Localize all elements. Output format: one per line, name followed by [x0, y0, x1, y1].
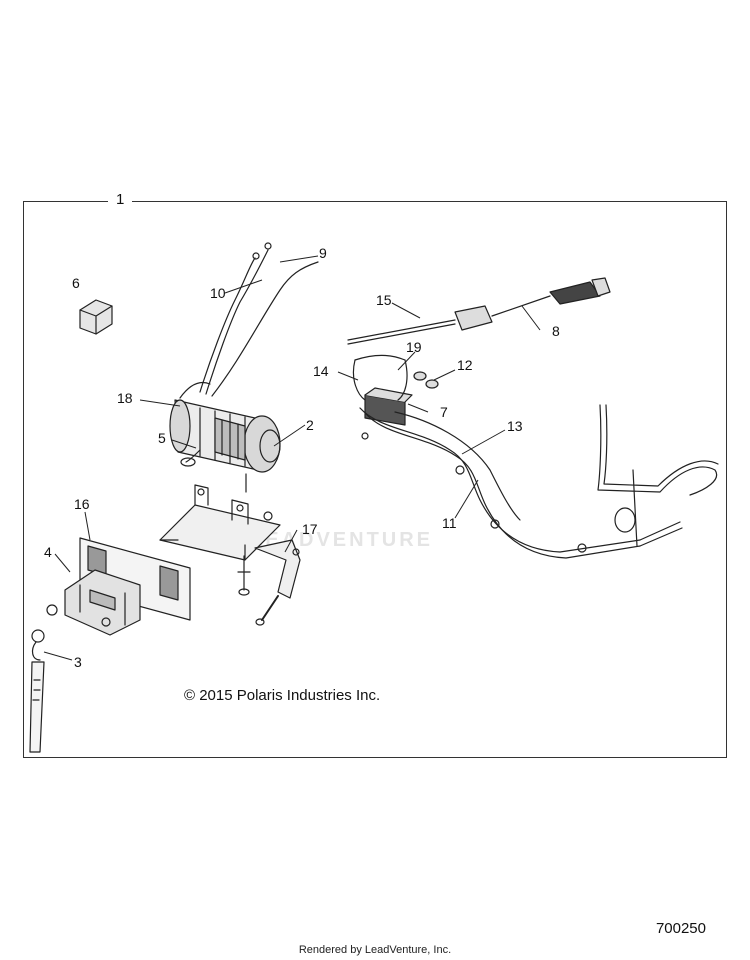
part-6-box: [79, 299, 113, 335]
callout-19: 19: [406, 339, 422, 355]
part-2-winch: [169, 399, 281, 473]
callout-11: 11: [442, 515, 457, 531]
copyright-text: © 2015 Polaris Industries Inc.: [184, 687, 381, 704]
callout-17: 17: [302, 521, 318, 537]
callout-10: 10: [210, 285, 226, 301]
callout-5: 5: [158, 430, 166, 446]
callout-6: 6: [72, 275, 80, 291]
part-3-hook: [29, 629, 45, 753]
callout-18: 18: [117, 390, 133, 406]
assembly-frame: [23, 201, 727, 758]
callout-2: 2: [306, 417, 314, 433]
callout-13: 13: [507, 418, 523, 434]
winch-mount-bracket: [159, 473, 281, 561]
callout-8: 8: [552, 323, 560, 339]
callout-9: 9: [319, 245, 327, 261]
callout-15: 15: [376, 292, 392, 308]
leader-lines: [43, 255, 541, 661]
part-7-contactor: [352, 354, 439, 440]
callout-3: 3: [74, 654, 82, 670]
part-4-fairlead: [46, 569, 141, 636]
callout-12: 12: [457, 357, 473, 373]
footer-text: Rendered by LeadVenture, Inc.: [298, 944, 452, 956]
part-5-cable-end: [180, 449, 201, 467]
part-9-10-wires: [179, 242, 319, 399]
callout-16: 16: [74, 496, 90, 512]
callout-4: 4: [44, 544, 52, 560]
callout-1: 1: [108, 191, 133, 208]
part-11-13-cables: [359, 404, 719, 559]
callout-7: 7: [440, 404, 448, 420]
part-15-8-switch: [347, 277, 611, 345]
diagram-number: 700250: [655, 920, 706, 937]
callout-14: 14: [313, 363, 329, 379]
part-16-plate: [79, 537, 191, 621]
